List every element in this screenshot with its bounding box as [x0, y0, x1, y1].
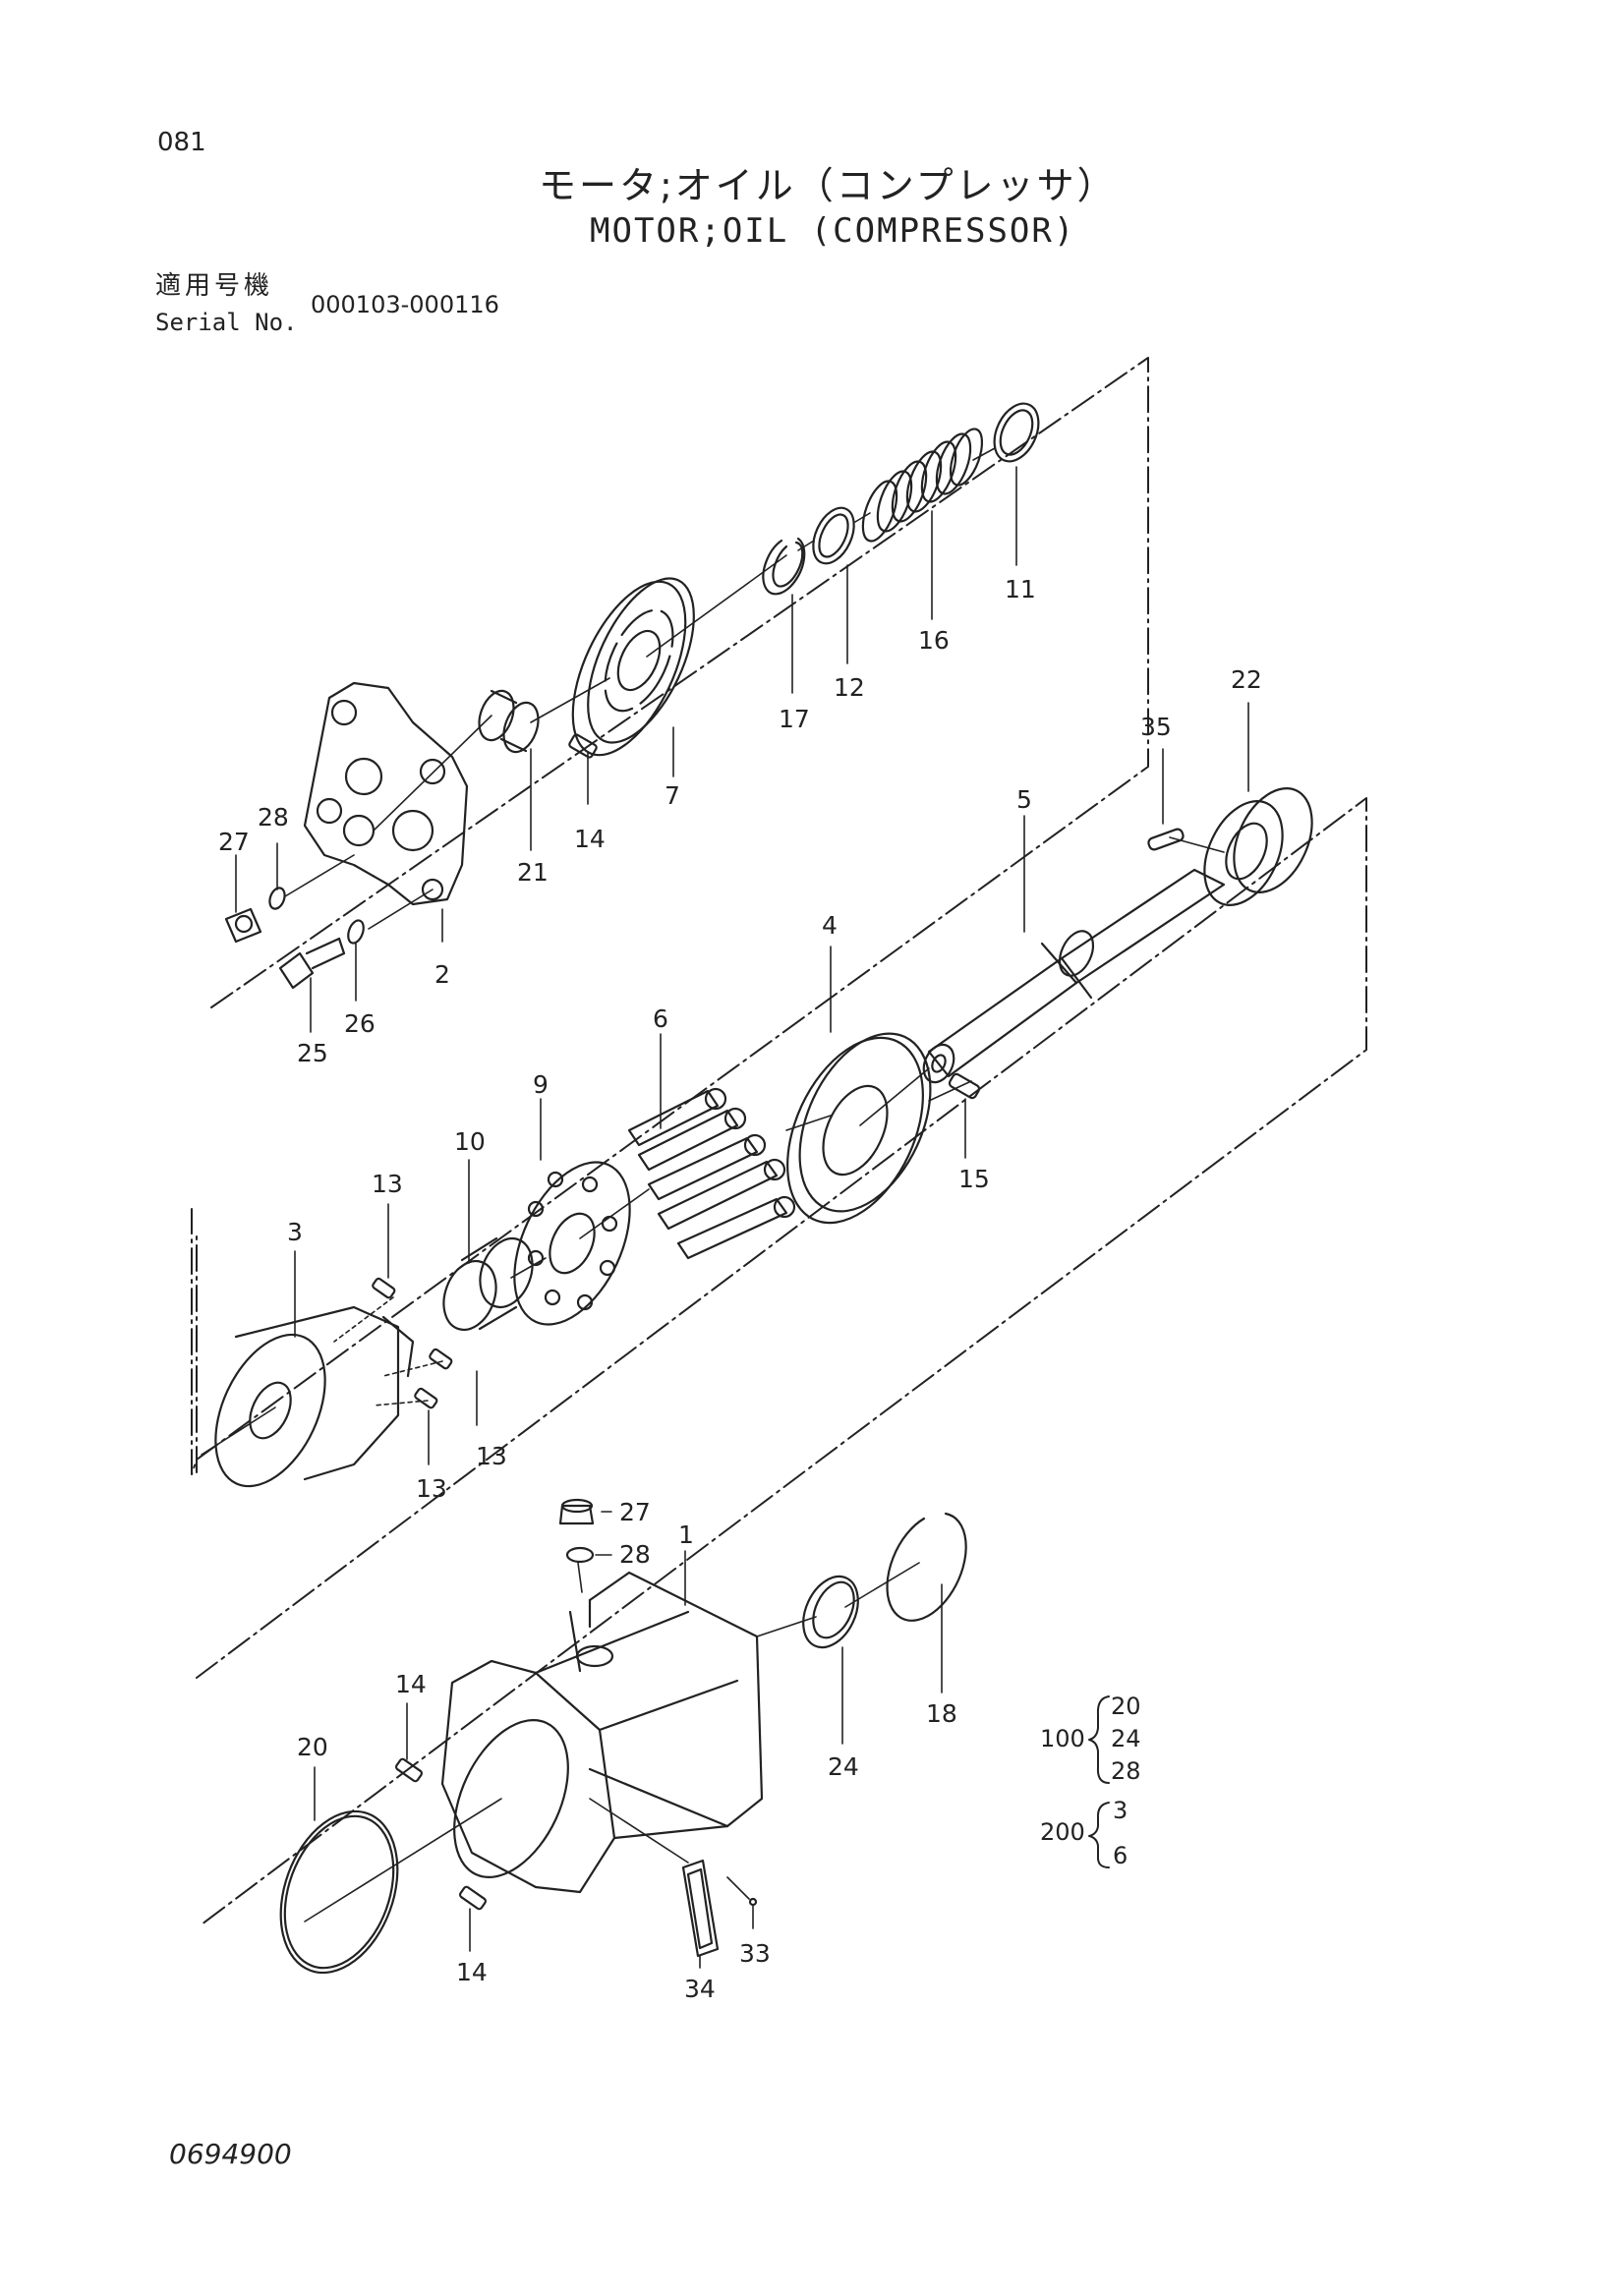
- kit-100: 100 20 24 28: [1040, 1693, 1141, 1785]
- part-26-washer: [347, 919, 365, 945]
- page-title-japanese: モータ;オイル（コンプレッサ）: [539, 164, 1118, 207]
- part-27-plug-upper: [224, 907, 262, 944]
- callout-1: 1: [678, 1521, 694, 1549]
- callout-2: 2: [434, 960, 450, 989]
- part-22-ball-bearing: [1203, 787, 1313, 906]
- kit-200: 200 3 6: [1040, 1797, 1128, 1869]
- part-21-needle-bearing: [478, 689, 540, 754]
- callout-34: 34: [684, 1975, 716, 2003]
- part-11-retaining-ring: [993, 402, 1040, 463]
- kit-200-number: 200: [1040, 1818, 1085, 1846]
- part-14-pins-lower: [394, 1757, 488, 1911]
- kit-200-item-1: 3: [1113, 1797, 1128, 1824]
- part-27-plug-lower: [558, 1498, 595, 1525]
- callout-7: 7: [665, 781, 680, 810]
- kit-100-number: 100: [1040, 1725, 1085, 1752]
- part-7-valve-plate: [571, 577, 695, 757]
- part-2-head-cover: [303, 681, 469, 906]
- callout-14-lower-top: 14: [395, 1670, 427, 1698]
- kit-200-brace-icon: [1088, 1802, 1110, 1868]
- callout-28-lower: 28: [619, 1540, 651, 1569]
- part-5-shaft: [922, 868, 1226, 1084]
- callout-24: 24: [828, 1752, 859, 1781]
- callout-13-top: 13: [372, 1170, 403, 1198]
- section-boundaries: [191, 357, 1367, 1925]
- callout-13-bottom: 13: [416, 1474, 447, 1503]
- callout-28-upper: 28: [258, 803, 289, 832]
- part-20-o-ring: [279, 1809, 399, 1975]
- part-33-rivet: [748, 1897, 758, 1907]
- callout-3: 3: [287, 1218, 303, 1246]
- page-title-english: MOTOR;OIL (COMPRESSOR): [590, 211, 1076, 251]
- part-9-retainer-plate: [513, 1161, 631, 1326]
- callout-27-lower: 27: [619, 1498, 651, 1526]
- kit-100-brace-icon: [1088, 1695, 1110, 1784]
- callout-16: 16: [918, 626, 950, 655]
- callout-20: 20: [297, 1733, 328, 1761]
- callout-18: 18: [926, 1699, 957, 1728]
- callout-4: 4: [822, 911, 838, 940]
- callout-27-upper: 27: [218, 828, 250, 856]
- part-1-housing: [440, 1571, 764, 1894]
- serial-number-range: 000103-000116: [311, 291, 499, 318]
- callout-leader-lines: [235, 466, 1249, 1969]
- part-28-o-ring-upper: [268, 887, 286, 910]
- part-35-key: [1147, 828, 1185, 851]
- page-number: 081: [157, 128, 206, 157]
- part-16-spring: [861, 428, 984, 543]
- callout-5: 5: [1016, 785, 1032, 814]
- callout-13-right: 13: [476, 1442, 507, 1470]
- kit-100-item-3: 28: [1111, 1757, 1141, 1785]
- callout-21: 21: [517, 858, 549, 887]
- callout-25: 25: [297, 1039, 328, 1067]
- part-4-swash-plate: [786, 1032, 932, 1225]
- callout-14-lower-bottom: 14: [456, 1958, 488, 1986]
- callout-35: 35: [1140, 713, 1172, 741]
- callout-12: 12: [834, 673, 865, 702]
- callout-14-upper: 14: [574, 825, 606, 853]
- callout-33: 33: [739, 1939, 771, 1968]
- part-18-snap-ring: [886, 1512, 967, 1622]
- document-number: 0694900: [169, 2138, 292, 2170]
- part-17-snap-ring: [762, 537, 806, 596]
- part-6-pistons: [627, 1087, 796, 1260]
- lower-group-boundary: [196, 797, 1367, 1925]
- part-10-spherical-bushing: [442, 1236, 534, 1331]
- part-25-bolt: [278, 937, 346, 990]
- callout-15: 15: [958, 1165, 990, 1193]
- part-28-o-ring-lower: [565, 1546, 595, 1564]
- kit-100-item-2: 24: [1111, 1725, 1141, 1752]
- callout-22: 22: [1231, 665, 1262, 694]
- callout-11: 11: [1005, 575, 1036, 603]
- part-34-name-plate: [681, 1859, 720, 1958]
- serial-label-japanese: 適用号機: [155, 271, 274, 301]
- serial-label-english: Serial No.: [155, 309, 298, 336]
- callout-10: 10: [454, 1127, 486, 1156]
- assembly-axis-lines: [201, 447, 1225, 1923]
- callout-17: 17: [779, 705, 810, 733]
- kit-100-item-1: 20: [1111, 1693, 1141, 1720]
- callout-6: 6: [653, 1004, 668, 1033]
- part-24-seal: [802, 1575, 859, 1649]
- upper-group-boundary: [191, 357, 1149, 1475]
- kit-200-item-2: 6: [1113, 1842, 1128, 1869]
- part-12-ring: [812, 506, 855, 565]
- callout-numbers: 11 16 12 17 7 21 14 22 35 5 27 28 2 26 2…: [218, 575, 1262, 2003]
- part-3-cylinder-block: [214, 1305, 415, 1488]
- callout-9: 9: [533, 1070, 549, 1099]
- callout-26: 26: [344, 1009, 376, 1038]
- part-14-pin-upper: [568, 733, 598, 759]
- part-15-pin: [948, 1072, 981, 1100]
- part-13-pins: [372, 1277, 453, 1409]
